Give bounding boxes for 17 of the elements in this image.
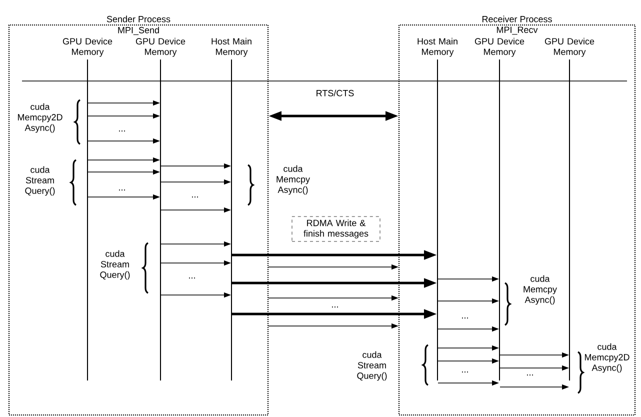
function-label: cuda Stream Query() — [100, 250, 130, 280]
edge-label: RTS/CTS — [314, 88, 356, 98]
function-label: cuda Stream Query() — [357, 351, 387, 381]
ellipsis: ... — [527, 374, 533, 376]
ellipsis: ... — [332, 306, 338, 308]
node-label: Sender Process — [106, 16, 170, 22]
ellipsis: ... — [192, 196, 198, 198]
memory-lifeline: Host Main Memory — [212, 38, 252, 381]
memory-lifeline: Host Main Memory — [418, 38, 458, 381]
function-label: cuda Memcpy Async() — [276, 165, 310, 195]
memory-lifeline: GPU Device Memory — [136, 38, 186, 381]
node-label: Receiver Process — [482, 16, 552, 22]
ellipsis: ... — [119, 130, 125, 132]
function-label: cuda Memcpy2D Async() — [584, 343, 630, 373]
function-label: cuda Memcpy Async() — [524, 275, 557, 305]
memory-lifeline: GPU Device Memory — [474, 38, 524, 381]
message-box: RDMA Write & finish messages — [292, 216, 380, 242]
